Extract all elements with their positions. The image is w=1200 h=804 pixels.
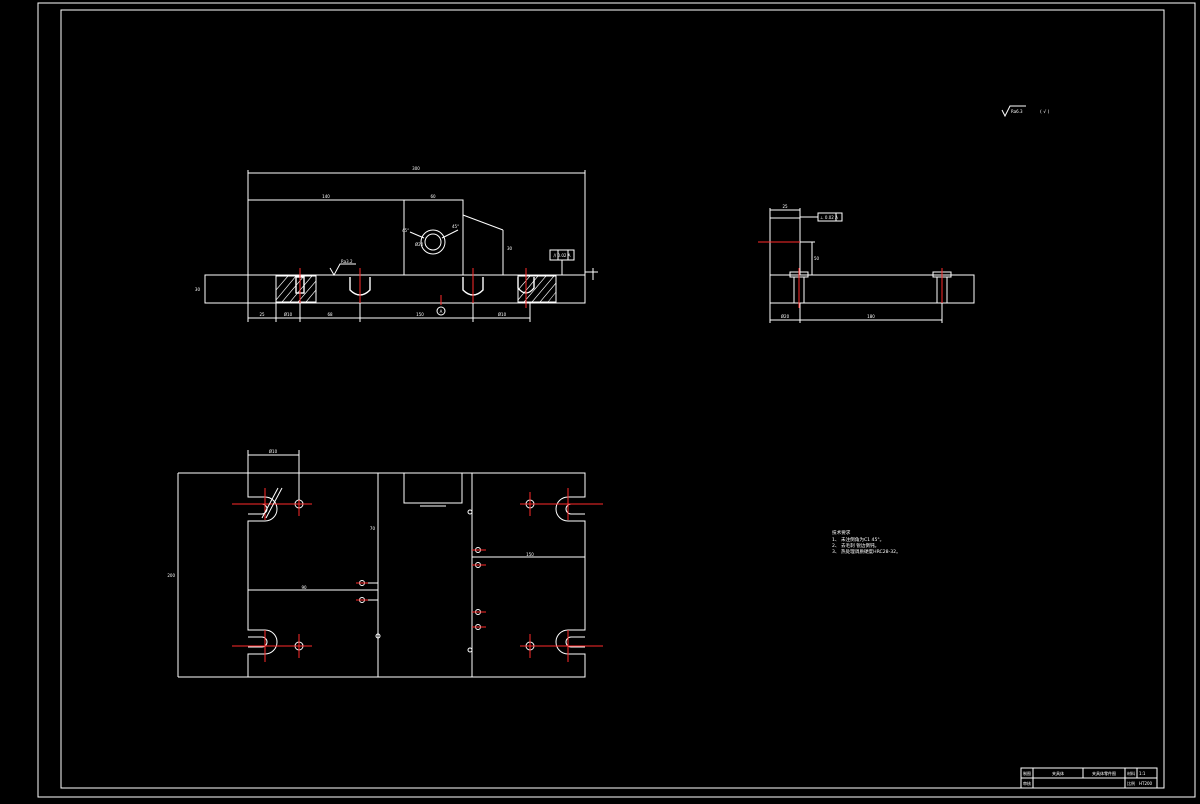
surface-suffix: ( √ ) — [1040, 109, 1050, 115]
dim-hole: Ø20 — [415, 242, 424, 247]
tech-note-2: 2、 去毛刺 锐边倒钝。 — [832, 542, 879, 549]
dim-angle-a: 45° — [402, 228, 409, 233]
section-right — [517, 275, 557, 303]
side-base — [769, 274, 975, 304]
tb-drawing-name: 夹具体零件图 — [1092, 770, 1116, 776]
dim-overall: 300 — [412, 166, 420, 171]
dim-bottom-2: Ø10 — [284, 312, 293, 317]
side-view: 25 50 ⊥ 0.02 A Ø20 180 — [758, 204, 975, 323]
base-plate — [204, 274, 586, 304]
inner-border — [60, 9, 1165, 789]
datum-circle — [436, 306, 446, 316]
side-dim-bottom-2: 180 — [867, 314, 875, 319]
side-upright — [769, 217, 801, 276]
tb-cell-7: HT200 — [1139, 781, 1153, 786]
surface-symbol — [1001, 105, 1026, 118]
side-dim-top: 25 — [782, 204, 788, 209]
dim-angle-b: 45° — [452, 224, 459, 229]
top-outline — [247, 472, 586, 678]
dim-left-block: 140 — [322, 194, 330, 199]
tb-cell-3: 夹具体 — [1052, 770, 1064, 776]
outer-border — [37, 2, 1196, 798]
tb-cell-6: 1:1 — [1139, 771, 1146, 776]
surface-value: Ra6.3 — [1011, 109, 1023, 114]
upper-center-block — [403, 199, 464, 276]
top-dim-mid-1: 90 — [301, 585, 307, 590]
hatch-left — [275, 275, 317, 303]
front-view: 300 140 60 30 45° 45° Ø20 30 — [195, 166, 598, 322]
top-dim-top: Ø10 — [269, 449, 278, 454]
dim-bottom-4: 150 — [416, 312, 424, 317]
top-view: 200 — [167, 449, 603, 678]
tb-cell-2: 审核 — [1023, 780, 1031, 786]
side-dim-bottom-1: Ø20 — [781, 314, 790, 319]
top-dim-height: 200 — [167, 573, 175, 578]
dim-right-block: 60 — [430, 194, 436, 199]
dim-bottom-3: 68 — [327, 312, 333, 317]
top-dim-vert: 70 — [370, 526, 376, 531]
top-block — [403, 472, 463, 504]
side-dim-height: 50 — [814, 256, 820, 261]
top-centerlines — [232, 488, 603, 662]
bore-inner — [424, 233, 442, 251]
tb-cell-5: 比例 — [1127, 780, 1135, 786]
datum-label: A — [440, 309, 443, 314]
dim-bottom-5: Ø10 — [498, 312, 507, 317]
tb-cell-1: 制图 — [1023, 770, 1031, 776]
dim-block-height: 30 — [507, 246, 513, 251]
dim-bottom-1: 25 — [259, 312, 265, 317]
upper-left-block — [247, 199, 405, 276]
tech-notes: 技术要求 1、 未注倒角为C1 45°。 2、 去毛刺 锐边倒钝。 3、 热处理… — [832, 529, 901, 555]
gdt-side-text: ⊥ 0.02 A — [820, 215, 838, 220]
surface-note: Ra6.3 ( √ ) — [1001, 105, 1050, 118]
tb-cell-4: 材料 — [1127, 770, 1135, 776]
bore-outer — [420, 229, 446, 255]
gdt-front-text: // 0.02 A — [554, 253, 571, 258]
dim-plate-thick: 30 — [195, 287, 201, 292]
tech-note-3: 3、 热处理调质硬度HRC28-32。 — [832, 548, 901, 555]
tech-notes-title: 技术要求 — [832, 529, 851, 536]
title-block: 制图 审核 夹具体 夹具体零件图 材料 比例 1:1 HT200 — [1020, 767, 1158, 789]
hatch-right — [517, 275, 557, 303]
roughness-value: Ra3.2 — [341, 259, 353, 264]
tech-note-1: 1、 未注倒角为C1 45°。 — [832, 536, 884, 543]
top-dim-mid-2: 150 — [526, 552, 534, 557]
roughness-symbol — [329, 263, 356, 277]
